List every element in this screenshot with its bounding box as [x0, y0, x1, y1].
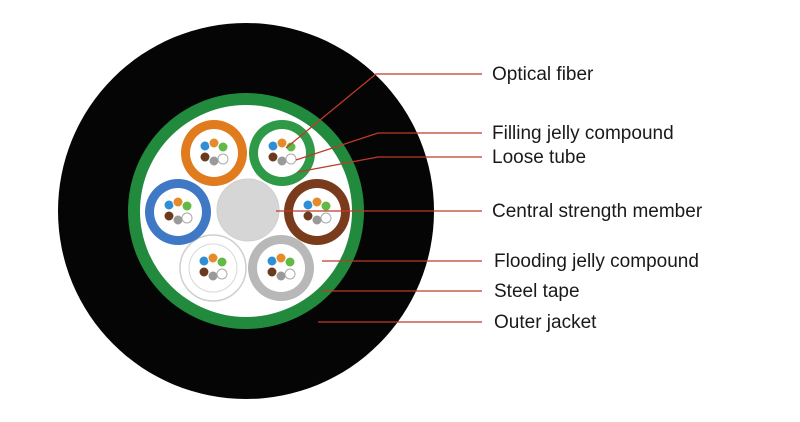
optical-fiber [275, 252, 287, 264]
filling-jelly [293, 188, 341, 236]
loose-tube-orange [181, 120, 247, 186]
loose-tube-white [179, 234, 247, 302]
optical-fiber [181, 200, 193, 212]
label-optical-fiber: Optical fiber [492, 64, 594, 85]
optical-fiber [284, 268, 296, 280]
filling-jelly [258, 129, 306, 177]
label-loose-tube: Loose tube [492, 147, 586, 168]
optical-fiber [320, 212, 332, 224]
optical-fiber [199, 151, 211, 163]
optical-fiber [276, 137, 288, 149]
optical-fiber [276, 155, 288, 167]
label-central-strength-member: Central strength member [492, 201, 703, 222]
optical-fiber [163, 199, 175, 211]
label-filling-jelly-compound: Filling jelly compound [492, 123, 674, 144]
loose-tube-blue [145, 179, 211, 245]
optical-fiber [207, 252, 219, 264]
optical-fiber [198, 266, 210, 278]
loose-tube-gray [248, 235, 314, 301]
filling-jelly [188, 243, 238, 293]
filling-jelly [190, 129, 238, 177]
optical-fiber [275, 270, 287, 282]
optical-fiber [207, 270, 219, 282]
optical-fiber [267, 140, 279, 152]
optical-fiber [172, 214, 184, 226]
loose-tube-brown [284, 179, 350, 245]
optical-fiber [267, 151, 279, 163]
label-outer-jacket: Outer jacket [494, 312, 597, 333]
optical-fiber [266, 266, 278, 278]
label-flooding-jelly-compound: Flooding jelly compound [494, 251, 699, 272]
label-steel-tape: Steel tape [494, 281, 580, 302]
optical-fiber [181, 212, 193, 224]
optical-fiber [311, 214, 323, 226]
leader-filling-jelly [295, 132, 482, 161]
optical-fiber [285, 153, 297, 165]
filling-jelly [257, 244, 305, 292]
optical-fiber [217, 153, 229, 165]
optical-fiber [198, 255, 210, 267]
optical-fiber [217, 141, 229, 153]
optical-fiber [284, 256, 296, 268]
optical-fiber [163, 210, 175, 222]
central-strength-member [216, 178, 280, 242]
loose-tube-green [249, 120, 315, 186]
optical-fiber [216, 268, 228, 280]
optical-fiber [199, 140, 211, 152]
optical-fiber [208, 137, 220, 149]
optical-fiber [266, 255, 278, 267]
optical-fiber [302, 199, 314, 211]
optical-fiber [311, 196, 323, 208]
leader-loose-tube [297, 156, 482, 173]
leader-lines [276, 73, 482, 323]
optical-fiber [208, 155, 220, 167]
optical-fiber [172, 196, 184, 208]
filling-jelly [154, 188, 202, 236]
leader-optical-fiber [285, 73, 482, 149]
optical-fiber [216, 256, 228, 268]
optical-fiber [320, 200, 332, 212]
optical-fiber [302, 210, 314, 222]
optical-fiber [285, 141, 297, 153]
